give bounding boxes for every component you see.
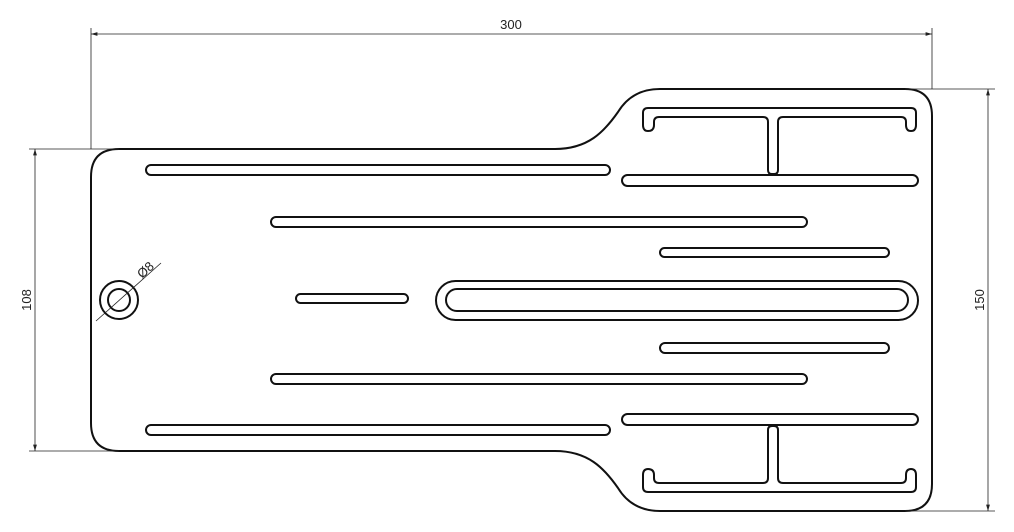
- slot-large-outer: [435, 280, 919, 321]
- slot: [659, 247, 890, 258]
- slot: [621, 174, 919, 187]
- length-dimension-label: 300: [500, 17, 522, 32]
- narrow-width-label: 108: [19, 289, 34, 311]
- slots: [145, 107, 919, 493]
- slot: [270, 216, 808, 228]
- plate-outline: [90, 88, 933, 512]
- slot: [295, 293, 409, 304]
- slot: [621, 413, 919, 426]
- slot: [145, 164, 611, 176]
- hole-leader-line: [95, 262, 162, 322]
- slot: [270, 373, 808, 385]
- wide-width-label: 150: [972, 289, 987, 311]
- slot: [145, 424, 611, 436]
- t-slot-top: [642, 107, 917, 175]
- mounting-hole-inner: [107, 288, 131, 312]
- t-slot-bottom: [642, 425, 917, 493]
- mounting-hole-outer: [99, 280, 139, 320]
- slot: [659, 342, 890, 354]
- hole-diameter-label: Ø8: [134, 258, 157, 281]
- slot-large-inner: [445, 288, 909, 312]
